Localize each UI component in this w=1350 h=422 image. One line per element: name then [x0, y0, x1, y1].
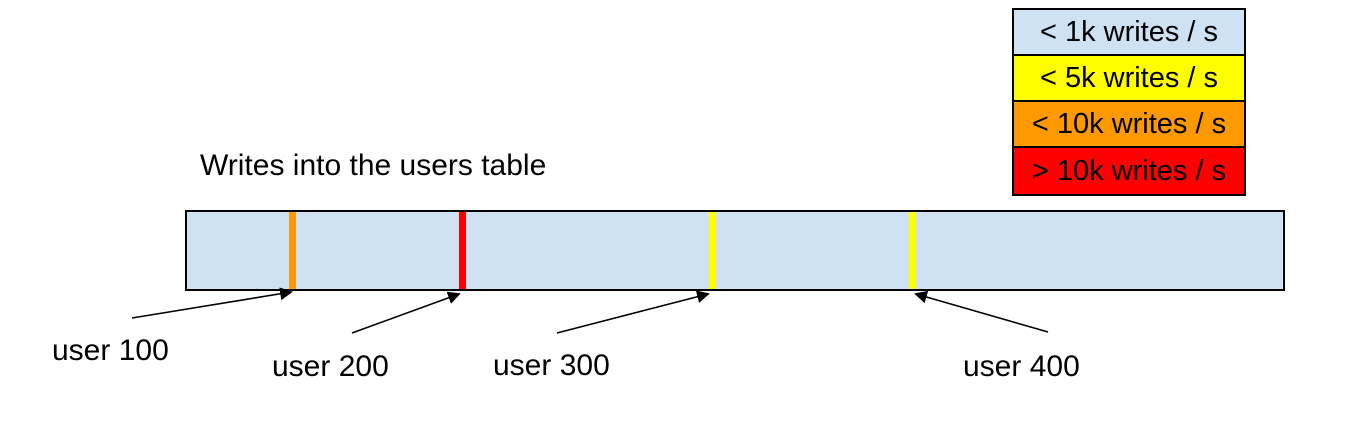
diagram-title: Writes into the users table [200, 149, 547, 182]
legend-item-label: < 10k writes / s [1031, 107, 1227, 140]
arrow-user-200 [351, 291, 461, 334]
arrow-user-300 [556, 290, 710, 334]
legend-item-gt-10k: > 10k writes / s [1014, 148, 1244, 194]
legend-item-label: < 1k writes / s [1039, 15, 1219, 48]
write-marker-user-300 [709, 212, 716, 289]
legend-item-label: > 10k writes / s [1031, 154, 1227, 187]
legend-item-label: < 5k writes / s [1039, 61, 1219, 94]
write-marker-user-100 [289, 212, 296, 289]
write-marker-user-400 [909, 212, 916, 289]
label-user-100: user 100 [52, 334, 169, 367]
legend-item-lt-10k: < 10k writes / s [1014, 102, 1244, 148]
users-table-bar [185, 210, 1285, 291]
legend: < 1k writes / s < 5k writes / s < 10k wr… [1012, 8, 1246, 196]
legend-item-lt-5k: < 5k writes / s [1014, 56, 1244, 102]
legend-item-lt-1k: < 1k writes / s [1014, 10, 1244, 56]
arrow-user-100 [131, 287, 293, 319]
label-user-300: user 300 [493, 349, 610, 382]
write-marker-user-200 [459, 212, 466, 289]
arrow-user-400 [914, 290, 1049, 333]
label-user-200: user 200 [272, 350, 389, 383]
label-user-400: user 400 [963, 350, 1080, 383]
